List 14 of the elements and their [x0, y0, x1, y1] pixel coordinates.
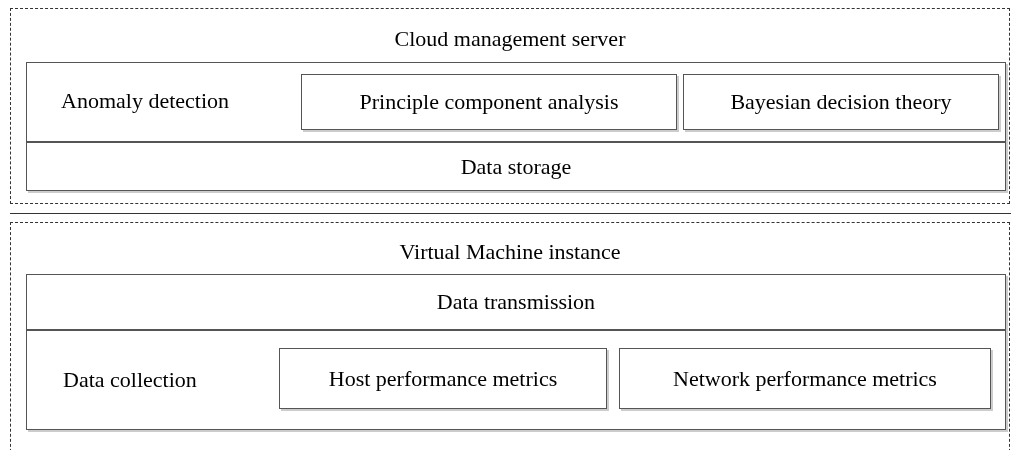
- server-panel: [10, 8, 1010, 204]
- layer-title: Anomaly detection: [61, 88, 229, 114]
- layer-title: Virtual Machine instance: [399, 239, 621, 265]
- instance-panel: [10, 222, 1010, 450]
- layer-title: Data collection: [63, 367, 197, 393]
- component-box: Host performance metrics: [279, 348, 607, 409]
- layer-title: Cloud management server: [394, 26, 626, 52]
- module-band: [26, 330, 1006, 430]
- component-box: Principle component analysis: [301, 74, 677, 130]
- module-band: Data storage: [26, 142, 1006, 191]
- component-box: Bayesian decision theory: [683, 74, 999, 130]
- module-band: [26, 62, 1006, 142]
- component-box: Network performance metrics: [619, 348, 991, 409]
- module-band: Data transmission: [26, 274, 1006, 330]
